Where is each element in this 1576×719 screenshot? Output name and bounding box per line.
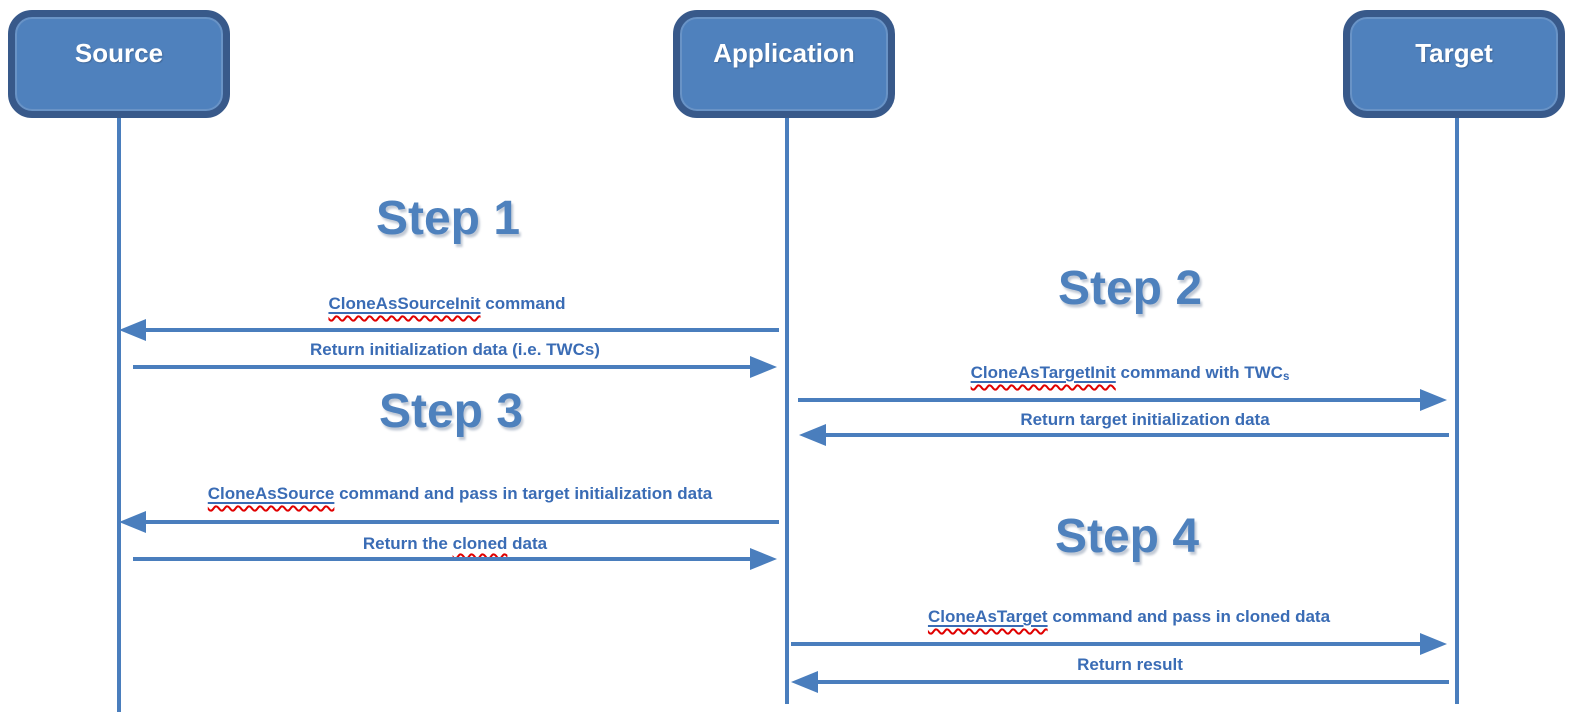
arrow-head-left-icon	[799, 424, 826, 446]
message-1-rest: command	[480, 294, 566, 313]
actor-label-source: Source	[74, 37, 164, 68]
message-3-rest: command with TWC	[1115, 363, 1283, 382]
message-1-command: CloneAsSourceInit	[328, 294, 481, 313]
arrow-head-right-icon	[1420, 389, 1447, 411]
arrow-shaft	[811, 680, 1449, 684]
message-3-arrow-right	[798, 389, 1447, 411]
message-4-label: Return target initialization data	[1020, 410, 1270, 429]
message-7-arrow-right	[791, 633, 1447, 655]
actor-label-target: Target	[1415, 37, 1493, 68]
arrow-shaft	[139, 328, 779, 332]
message-8-arrow-left	[791, 671, 1449, 693]
message-5-command: CloneAsSource	[207, 484, 335, 503]
message-7-command: CloneAsTarget	[927, 607, 1048, 626]
message-8-label: Return result	[1077, 655, 1183, 674]
message-2-label: Return initialization data (i.e. TWCs)	[310, 340, 600, 359]
arrow-shaft	[819, 433, 1449, 437]
message-4-arrow-left	[799, 424, 1449, 446]
message-1-label: CloneAsSourceInit command	[328, 294, 565, 314]
message-5-arrow-left	[119, 511, 779, 533]
message-6-arrow-right	[133, 548, 777, 570]
lifeline-source	[117, 118, 121, 712]
step-1-heading: Step 1	[375, 192, 521, 245]
arrow-head-right-icon	[1420, 633, 1447, 655]
message-7-command-squiggle: CloneAsTarget	[928, 607, 1048, 626]
arrow-shaft	[133, 557, 757, 561]
arrow-shaft	[798, 398, 1427, 402]
message-7-label: CloneAsTarget command and pass in cloned…	[928, 607, 1330, 627]
step-3-heading: Step 3	[378, 385, 524, 438]
actor-box-target: Target	[1343, 10, 1565, 118]
arrow-shaft	[791, 642, 1427, 646]
lifeline-application	[785, 118, 789, 704]
actor-label-application: Application	[713, 37, 855, 68]
lifeline-target	[1455, 118, 1459, 704]
message-5-command-squiggle: CloneAsSource	[208, 484, 335, 503]
message-6-pre: Return the	[362, 534, 453, 553]
message-6-misspelled: cloned	[452, 534, 508, 553]
actor-box-application: Application	[673, 10, 895, 118]
arrow-head-left-icon	[791, 671, 818, 693]
message-6-post: data	[507, 534, 548, 553]
arrow-head-left-icon	[119, 319, 146, 341]
message-3-label: CloneAsTargetInit command with TWCs	[971, 363, 1290, 383]
message-2-arrow-right	[133, 356, 777, 378]
message-5-label: CloneAsSource command and pass in target…	[208, 484, 712, 504]
step-2-heading: Step 2	[1057, 262, 1203, 315]
message-3-command: CloneAsTargetInit	[970, 363, 1116, 382]
arrow-shaft	[133, 365, 757, 369]
message-6-label: Return the cloned data	[363, 534, 547, 554]
message-3-subscript: s	[1282, 371, 1290, 384]
arrow-head-left-icon	[119, 511, 146, 533]
message-7-rest: command and pass in cloned data	[1047, 607, 1331, 626]
arrow-head-right-icon	[750, 548, 777, 570]
message-1-command-squiggle: CloneAsSourceInit	[328, 294, 480, 313]
arrow-head-right-icon	[750, 356, 777, 378]
message-3-command-squiggle: CloneAsTargetInit	[971, 363, 1116, 382]
arrow-shaft	[139, 520, 779, 524]
message-5-rest: command and pass in target initializatio…	[334, 484, 713, 503]
step-4-heading: Step 4	[1054, 510, 1200, 563]
message-1-arrow-left	[119, 319, 779, 341]
actor-box-source: Source	[8, 10, 230, 118]
